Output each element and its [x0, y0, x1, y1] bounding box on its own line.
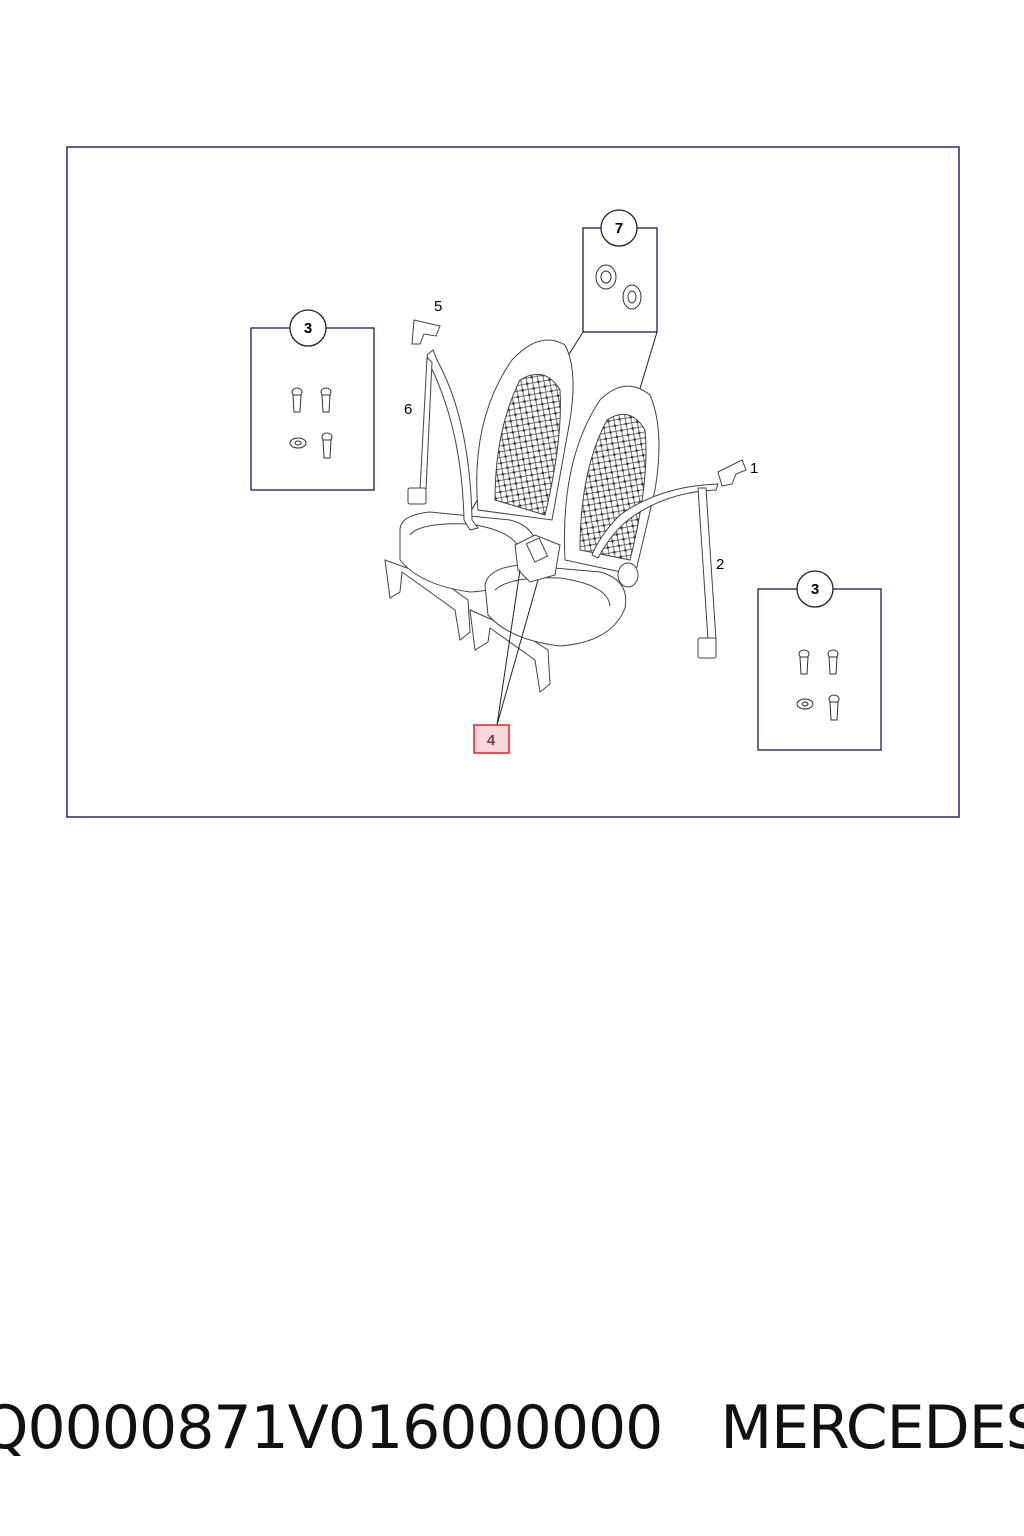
detail-box-bolts-right: 3	[757, 570, 882, 751]
bolt-icon	[796, 649, 840, 721]
callout-5[interactable]: 5	[434, 298, 442, 315]
detail-box-bolts-left: 3	[250, 309, 375, 491]
callout-2[interactable]: 2	[716, 556, 724, 573]
callout-6[interactable]: 6	[404, 401, 412, 418]
seats-illustration	[384, 339, 660, 693]
callout-4[interactable]: 4	[487, 732, 496, 749]
right-seat-belt	[591, 459, 747, 659]
bolt-icon	[289, 387, 333, 459]
callout-3-left[interactable]: 3	[304, 320, 312, 337]
callout-3-right[interactable]: 3	[811, 581, 819, 598]
grommet-icon	[595, 264, 642, 310]
left-seat-belt	[407, 319, 479, 531]
brand-name: MERCEDES	[720, 1393, 1024, 1463]
part-number: Q0000871V016000000	[0, 1393, 663, 1463]
callout-1[interactable]: 1	[750, 460, 758, 477]
callout-7[interactable]: 7	[615, 220, 623, 237]
diagram-frame	[66, 146, 960, 818]
callout-4-highlight[interactable]	[473, 724, 510, 754]
footer-caption: Q0000871V016000000 MERCEDES	[0, 1388, 1024, 1468]
